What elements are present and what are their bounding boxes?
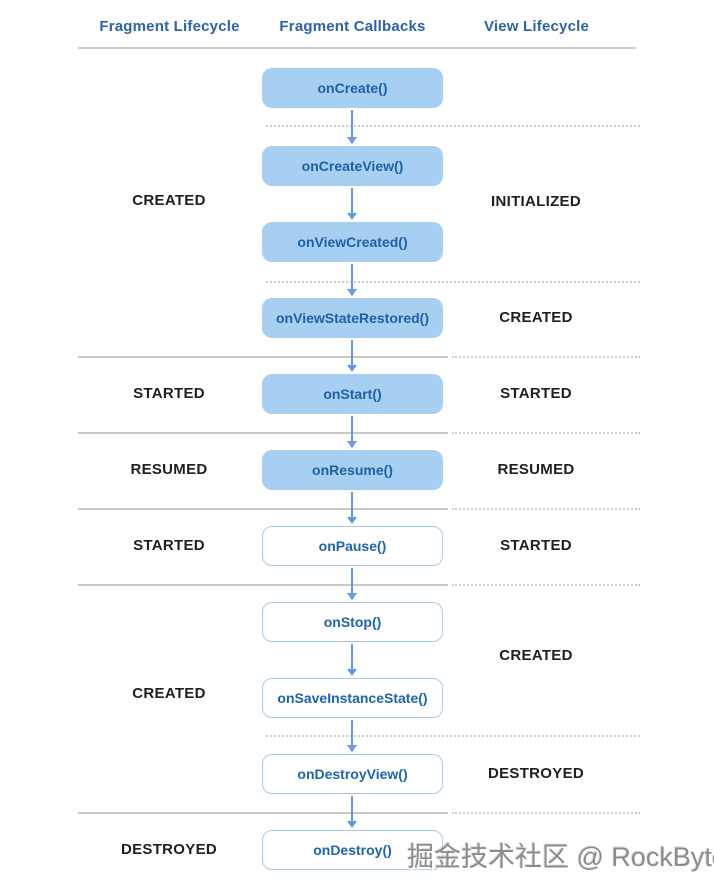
flow-arrow <box>347 264 357 296</box>
column-title-view-lifecycle: View Lifecycle <box>483 18 590 35</box>
column-title-fragment-lifecycle: Fragment Lifecycle <box>99 18 240 35</box>
callback-box-oncreate: onCreate() <box>262 68 443 108</box>
callback-box-ondestroyview: onDestroyView() <box>262 754 443 794</box>
callback-box-onstart: onStart() <box>262 374 443 414</box>
flow-arrow <box>347 720 357 752</box>
header-divider <box>78 47 636 49</box>
flow-arrow <box>347 796 357 828</box>
callback-box-onresume: onResume() <box>262 450 443 490</box>
fragment-state-resumed: RESUMED <box>130 461 208 478</box>
view-state-destroyed: DESTROYED <box>487 765 585 782</box>
section-divider-dotted <box>452 812 640 814</box>
section-divider-solid <box>78 432 448 434</box>
section-divider-solid <box>78 584 448 586</box>
view-state-resumed: RESUMED <box>497 461 575 478</box>
section-divider-dotted <box>452 356 640 358</box>
section-divider-dotted <box>452 508 640 510</box>
flow-arrow <box>347 644 357 676</box>
flow-arrow <box>347 188 357 220</box>
watermark-text: 掘金技术社区 @ RockByte <box>407 842 714 872</box>
flow-arrow <box>347 110 357 144</box>
fragment-state-started2: STARTED <box>133 537 205 554</box>
fragment-state-destroyed: DESTROYED <box>120 841 218 858</box>
callback-box-onstop: onStop() <box>262 602 443 642</box>
dotted-separator <box>266 125 640 127</box>
flow-arrow <box>347 492 357 524</box>
section-divider-solid <box>78 356 448 358</box>
section-divider-dotted <box>452 584 640 586</box>
fragment-state-started: STARTED <box>133 385 205 402</box>
fragment-state-created: CREATED <box>132 192 206 209</box>
callback-box-onsaveinstancestate: onSaveInstanceState() <box>262 678 443 718</box>
column-title-fragment-callbacks: Fragment Callbacks <box>279 18 426 35</box>
view-state-started2: STARTED <box>500 537 572 554</box>
fragment-state-created2: CREATED <box>132 685 206 702</box>
callback-box-onviewstaterestored: onViewStateRestored() <box>262 298 443 338</box>
flow-arrow <box>347 416 357 448</box>
flow-arrow <box>347 340 357 372</box>
section-divider-solid <box>78 508 448 510</box>
dotted-separator <box>266 281 640 283</box>
view-state-created2: CREATED <box>499 647 573 664</box>
callback-box-onpause: onPause() <box>262 526 443 566</box>
callback-box-ondestroy: onDestroy() <box>262 830 443 870</box>
section-divider-solid <box>78 812 448 814</box>
view-state-initialized: INITIALIZED <box>491 193 581 210</box>
section-divider-dotted <box>452 432 640 434</box>
callback-box-onviewcreated: onViewCreated() <box>262 222 443 262</box>
callback-box-oncreateview: onCreateView() <box>262 146 443 186</box>
dotted-separator <box>266 735 640 737</box>
view-state-started: STARTED <box>500 385 572 402</box>
view-state-created: CREATED <box>499 309 573 326</box>
flow-arrow <box>347 568 357 600</box>
